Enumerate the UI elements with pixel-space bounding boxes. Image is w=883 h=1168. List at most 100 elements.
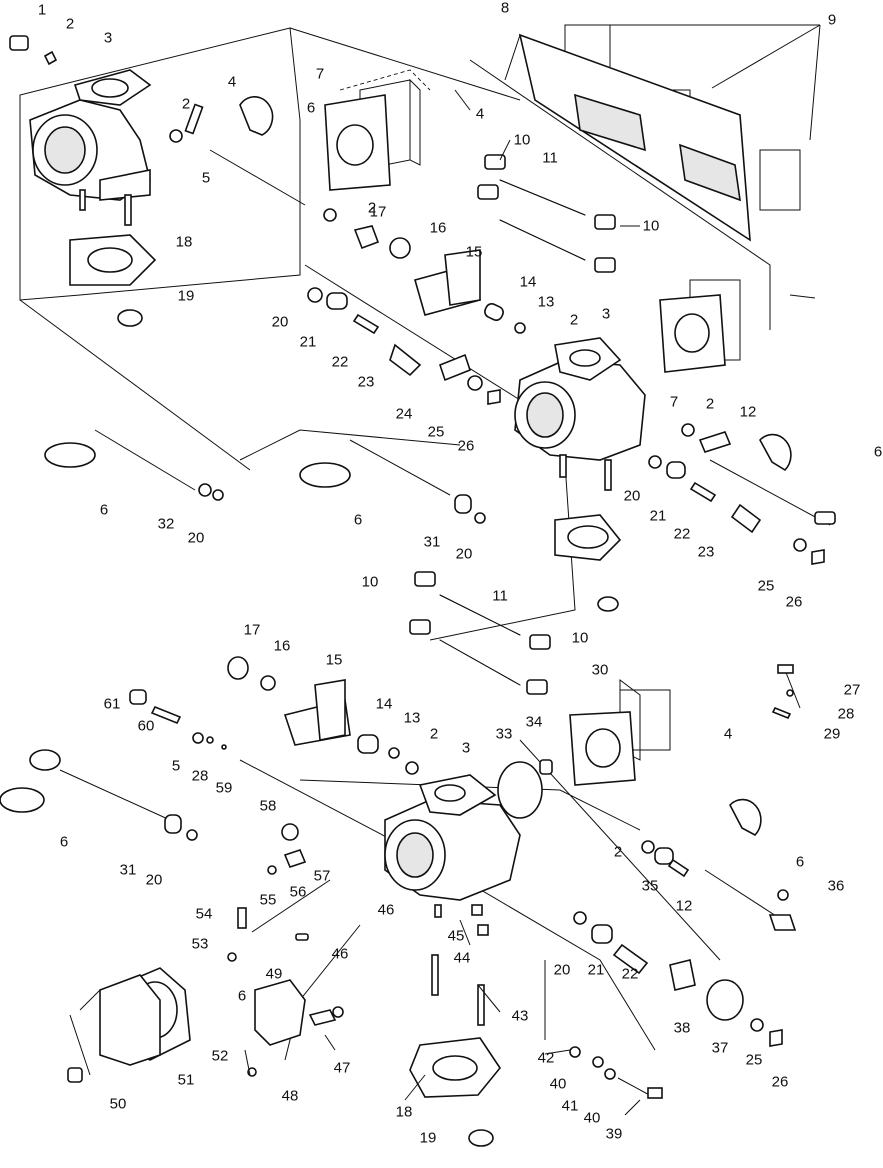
carburetor-middle-right [514, 337, 646, 491]
callout-11b: 11 [492, 587, 508, 605]
callout-46b: 46 [331, 945, 349, 963]
callout-15b: 15 [325, 651, 343, 669]
callout-6d: 6 [353, 511, 363, 529]
callout-15: 15 [465, 243, 483, 261]
callout-37: 37 [711, 1039, 729, 1057]
callout-2g: 2 [613, 843, 623, 861]
callout-40: 40 [549, 1075, 567, 1093]
callout-2f: 2 [429, 725, 439, 743]
callout-14: 14 [519, 273, 537, 291]
callout-47: 47 [333, 1059, 351, 1077]
callout-28b: 28 [191, 767, 209, 785]
callout-31: 31 [423, 533, 441, 551]
callout-16b: 16 [273, 637, 291, 655]
callout-2c: 2 [367, 199, 377, 217]
callout-28: 28 [837, 705, 855, 723]
callout-13b: 13 [403, 709, 421, 727]
callout-3b: 3 [601, 305, 611, 323]
callout-31b: 31 [119, 861, 137, 879]
callout-33: 33 [495, 725, 513, 743]
tubes-and-clips-middle [409, 571, 551, 695]
callout-60: 60 [137, 717, 155, 735]
callout-11: 11 [542, 149, 558, 167]
callout-22c: 22 [621, 965, 639, 983]
linkage-block-15-lower [227, 656, 419, 775]
gasket-18-top [69, 234, 157, 286]
callout-59: 59 [215, 779, 233, 797]
callout-5: 5 [201, 169, 211, 187]
callout-16: 16 [429, 219, 447, 237]
callout-21b: 21 [649, 507, 667, 525]
carburetor-top-left [29, 69, 152, 226]
callout-10b: 10 [642, 217, 660, 235]
callout-12: 12 [739, 403, 757, 421]
callout-20: 20 [271, 313, 289, 331]
callout-53: 53 [191, 935, 209, 953]
callout-20e: 20 [145, 871, 163, 889]
callout-20f: 20 [553, 961, 571, 979]
callout-29: 29 [823, 725, 841, 743]
callout-17: 17 [369, 203, 387, 221]
tubes-and-clips-top [477, 154, 616, 273]
callout-18b: 18 [395, 1103, 413, 1121]
callout-20b: 20 [623, 487, 641, 505]
callout-19: 19 [177, 287, 195, 305]
throttle-shaft-middle [299, 439, 486, 524]
callout-26b: 26 [785, 593, 803, 611]
callout-10c: 10 [361, 573, 379, 591]
callout-40b: 40 [583, 1109, 601, 1127]
callout-30: 30 [591, 661, 609, 679]
callout-61: 61 [103, 695, 121, 713]
callout-42: 42 [537, 1049, 555, 1067]
callout-38: 38 [673, 1019, 691, 1037]
callout-14b: 14 [375, 695, 393, 713]
bracket-plate-8 [504, 33, 751, 242]
callout-21c: 21 [587, 961, 605, 979]
gasket-18-right [554, 514, 622, 612]
callout-55: 55 [259, 891, 277, 909]
callout-23: 23 [357, 373, 375, 391]
callout-2: 2 [65, 15, 75, 33]
callout-4b: 4 [475, 105, 485, 123]
callout-34: 34 [525, 713, 543, 731]
carb-bottom-parts [67, 823, 663, 1099]
callout-41: 41 [561, 1097, 579, 1115]
idle-screw-parts [771, 664, 801, 720]
callout-20c: 20 [187, 529, 205, 547]
throttle-parts-right [648, 423, 836, 565]
callout-10d: 10 [571, 629, 589, 647]
callout-6: 6 [306, 99, 316, 117]
callout-17b: 17 [243, 621, 261, 639]
callout-54: 54 [195, 905, 213, 923]
throttle-shaft-middle-left [44, 429, 224, 501]
carburetor-lower-main [384, 759, 553, 1026]
callout-25b: 25 [757, 577, 775, 595]
callout-50: 50 [109, 1095, 127, 1113]
callout-1: 1 [37, 1, 47, 19]
callout-2e: 2 [705, 395, 715, 413]
callout-6b: 6 [873, 443, 883, 461]
callout-6e: 6 [59, 833, 69, 851]
callout-39: 39 [605, 1125, 623, 1143]
gasket-18-bottom [409, 1037, 501, 1147]
mounting-plate-7-top [324, 69, 431, 191]
callout-43: 43 [511, 1007, 529, 1025]
cap-19-top [117, 309, 143, 327]
callout-12b: 12 [675, 897, 693, 915]
callout-36: 36 [827, 877, 845, 895]
callout-24: 24 [395, 405, 413, 423]
callout-13: 13 [537, 293, 555, 311]
callout-49: 49 [265, 965, 283, 983]
callout-25c: 25 [745, 1051, 763, 1069]
small-parts-top-left [9, 35, 204, 143]
throttle-parts-lower-right [573, 798, 797, 1047]
callout-2b: 2 [181, 95, 191, 113]
callout-18: 18 [175, 233, 193, 251]
callout-6g: 6 [795, 853, 805, 871]
callout-22: 22 [331, 353, 349, 371]
callout-46: 46 [377, 901, 395, 919]
callout-35: 35 [641, 877, 659, 895]
callout-56: 56 [289, 883, 307, 901]
